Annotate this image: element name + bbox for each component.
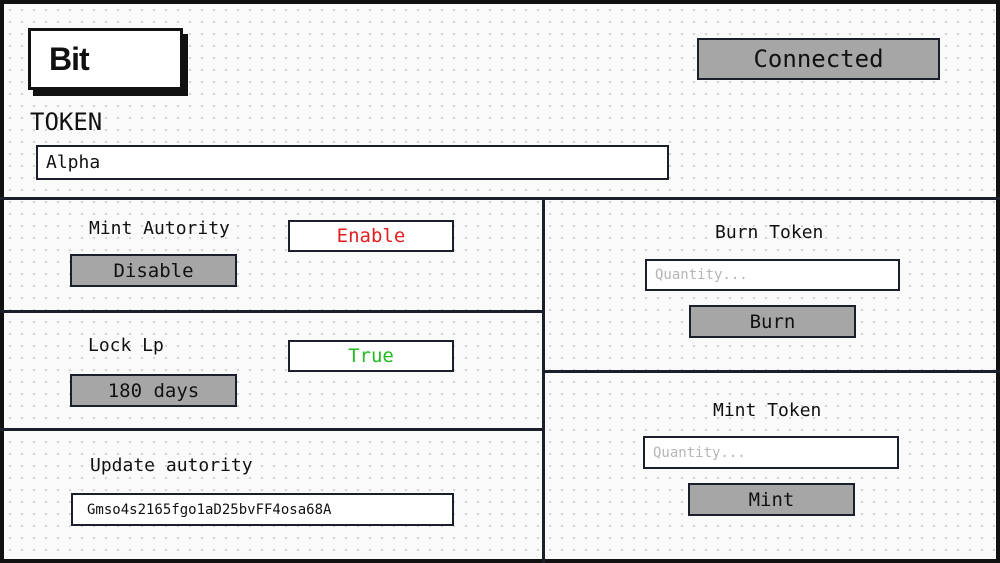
column-divider [542, 197, 545, 563]
burn-token-title: Burn Token [715, 222, 824, 243]
right-divider [542, 370, 1000, 373]
burn-button[interactable]: Burn [689, 305, 856, 338]
left-divider-2 [0, 428, 544, 431]
connected-button[interactable]: Connected [697, 38, 940, 80]
mint-authority-label: Mint Autority [89, 218, 230, 239]
token-label: TOKEN [30, 108, 103, 136]
update-authority-label: Update autority [90, 455, 253, 476]
mint-button[interactable]: Mint [688, 483, 855, 516]
left-divider-1 [0, 310, 544, 313]
mint-quantity-input[interactable] [643, 436, 899, 469]
app-logo: Bit [28, 28, 183, 90]
mint-authority-status: Enable [288, 220, 454, 252]
token-name-input[interactable] [36, 145, 669, 180]
burn-quantity-input[interactable] [645, 259, 900, 291]
lock-duration-button[interactable]: 180 days [70, 374, 237, 407]
mint-token-title: Mint Token [713, 400, 822, 421]
update-authority-address-field[interactable] [71, 493, 454, 526]
header-divider [0, 197, 1000, 200]
disable-button[interactable]: Disable [70, 254, 237, 287]
lock-lp-label: Lock Lp [88, 335, 164, 356]
lock-lp-status: True [288, 340, 454, 372]
